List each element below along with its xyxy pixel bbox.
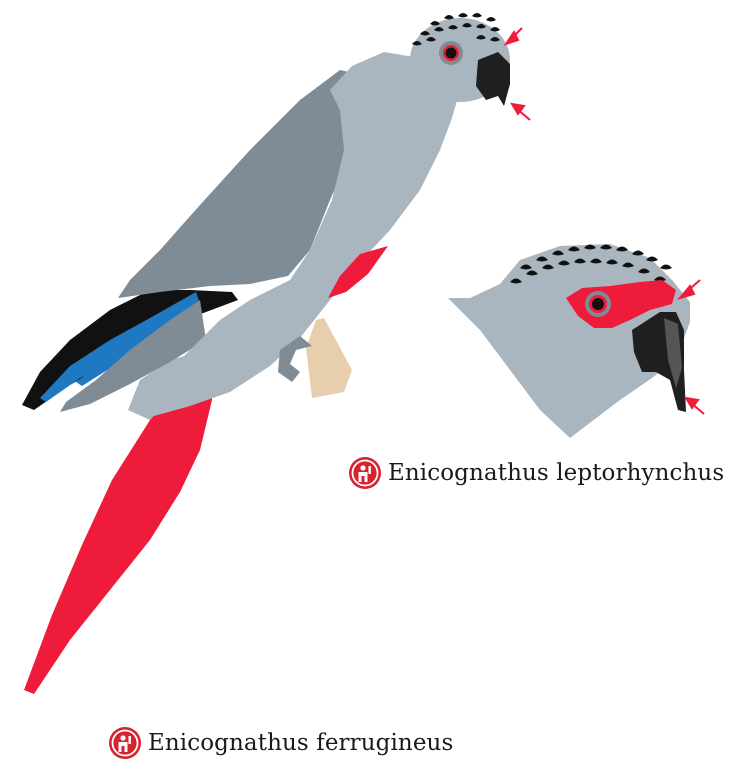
person-raising-hand-icon [108, 726, 142, 760]
ferrugineus-bird [22, 13, 530, 694]
species-name: Enicognathus ferrugineus [148, 730, 453, 756]
species-name: Enicognathus leptorhynchus [388, 460, 724, 486]
species-label-ferrugineus: Enicognathus ferrugineus [108, 726, 453, 760]
foot [306, 318, 352, 398]
leptorhynchus-head [448, 244, 704, 438]
person-raising-hand-icon [348, 456, 382, 490]
species-label-leptorhynchus: Enicognathus leptorhynchus [348, 456, 724, 490]
